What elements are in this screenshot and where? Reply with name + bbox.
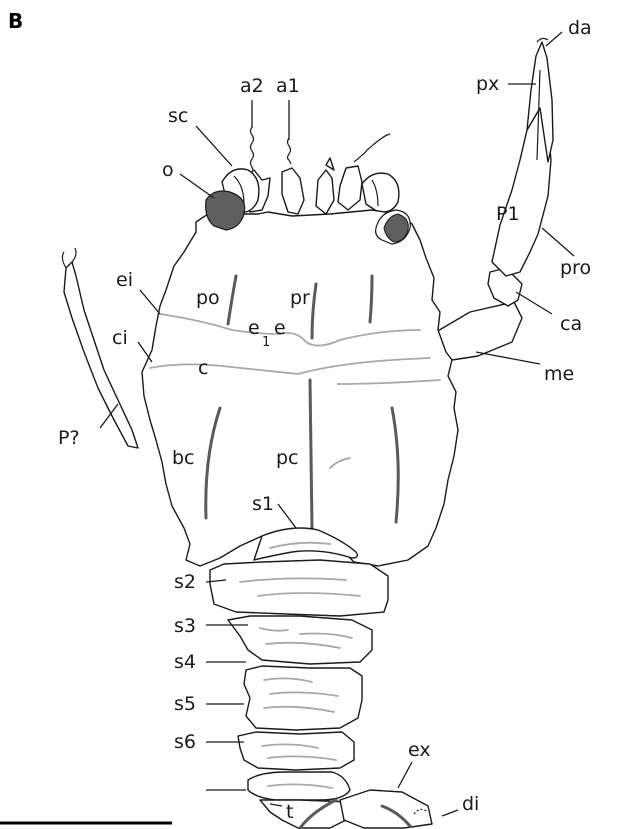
right-antenna-1 [316, 170, 334, 214]
eyes [222, 169, 399, 212]
label-e: e [274, 317, 286, 339]
label-e1: e [248, 317, 260, 339]
posterior-cardiac-ridge [310, 380, 312, 528]
somite-3 [228, 616, 372, 664]
merus-segment [436, 302, 522, 360]
label-po: po [196, 287, 220, 309]
label-s5: s5 [174, 693, 196, 715]
label-pc: pc [276, 447, 299, 469]
label-di: di [462, 793, 479, 815]
label-e1-subscript: 1 [262, 335, 270, 350]
label-P-unknown: P? [58, 427, 80, 449]
right-antenna-flagellum [354, 134, 390, 162]
somite-6 [248, 772, 350, 800]
right-ocular-scale [362, 173, 399, 212]
label-o: o [162, 159, 174, 181]
somite-4 [244, 666, 362, 730]
label-ca: ca [560, 313, 582, 335]
antenna-1-peduncle [282, 168, 304, 214]
label-ex: ex [408, 739, 431, 761]
label-s6: s6 [174, 731, 196, 753]
label-s3: s3 [174, 615, 196, 637]
dactylus-tip [537, 38, 548, 42]
label-s4: s4 [174, 651, 196, 673]
label-me: me [544, 363, 574, 385]
abdomen [210, 528, 432, 828]
label-pro: pro [560, 257, 591, 279]
label-a1: a1 [276, 75, 300, 97]
propodus-segment [492, 108, 551, 276]
label-s2: s2 [174, 571, 196, 593]
label-ei: ei [116, 269, 133, 291]
somite-2 [210, 560, 388, 616]
label-px: px [476, 73, 499, 95]
label-sc: sc [168, 105, 188, 127]
label-P1: P1 [496, 203, 520, 225]
label-s1: s1 [252, 493, 274, 515]
right-antenna-2 [338, 166, 362, 210]
label-da: da [568, 17, 592, 39]
antenna-2-flagellum [251, 127, 255, 173]
right-antenna-tip [326, 158, 334, 170]
label-pr: pr [290, 287, 310, 309]
label-ci: ci [112, 327, 128, 349]
label-t: t [286, 801, 293, 823]
somite-5 [238, 732, 354, 770]
antenna-1-flagellum [288, 138, 292, 164]
label-c: c [198, 357, 208, 379]
carapace [142, 210, 458, 566]
panel-label: B [8, 9, 23, 33]
label-a2: a2 [240, 75, 264, 97]
label-bc: bc [172, 447, 195, 469]
